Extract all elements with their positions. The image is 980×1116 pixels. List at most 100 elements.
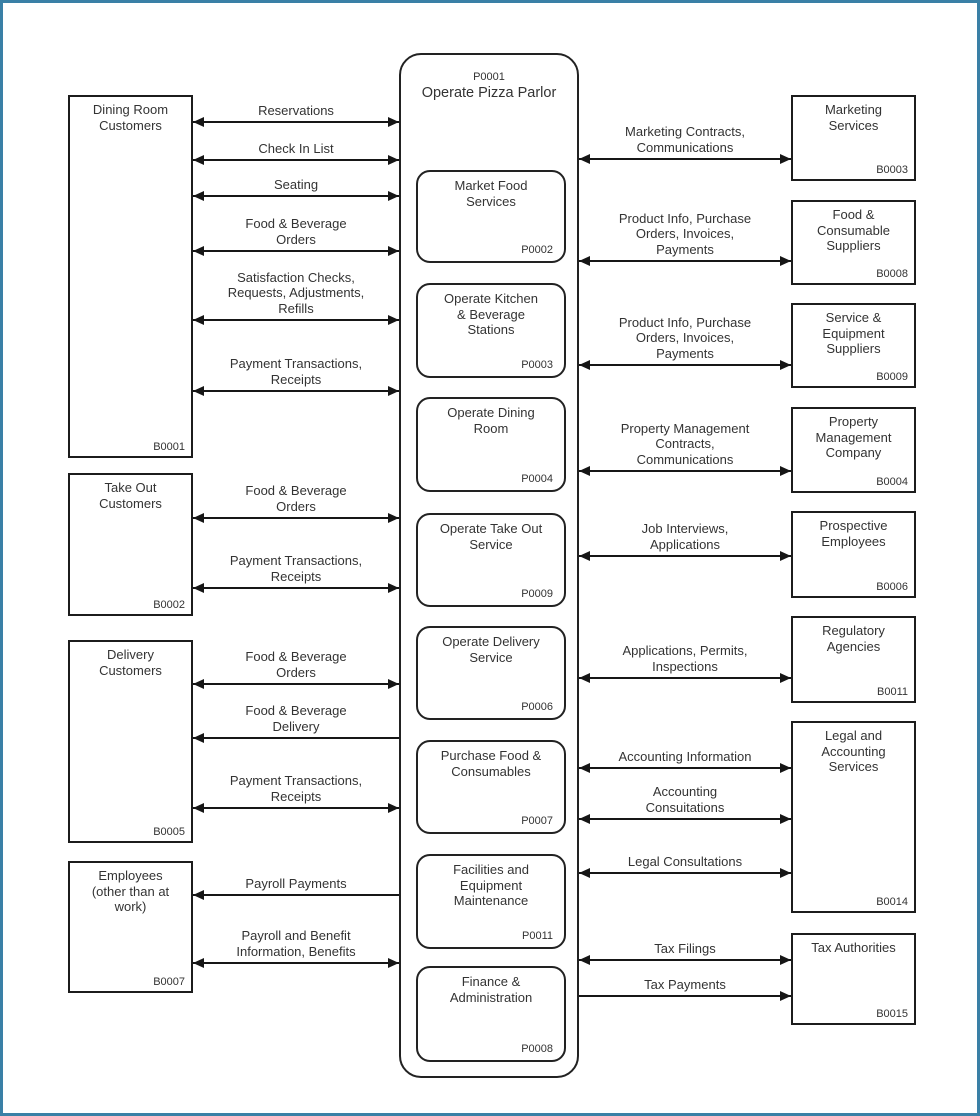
process-label: Market Food Services	[454, 178, 528, 209]
flow-label: Marketing Contracts, Communications	[625, 124, 745, 155]
flow-arrow	[193, 513, 399, 523]
flow-label: Job Interviews, Applications	[641, 521, 729, 552]
flow-label: Payment Transactions, Receipts	[229, 553, 363, 584]
flow-arrow	[579, 763, 791, 773]
process-code: P0002	[521, 244, 553, 256]
entity-label: Employees (other than at work)	[91, 868, 170, 915]
entity-code: B0007	[153, 976, 185, 988]
process-code: P0009	[521, 588, 553, 600]
flow-arrow	[579, 551, 791, 561]
entity-take-out-customers: Take Out Customers B0002	[68, 473, 193, 616]
process-facilities-equipment-maintenance: Facilities and Equipment Maintenance P00…	[416, 854, 566, 949]
process-label: Purchase Food & Consumables	[440, 748, 542, 779]
process-finance-administration: Finance & Administration P0008	[416, 966, 566, 1062]
flow-arrow	[579, 814, 791, 824]
flow-arrow	[193, 679, 399, 689]
flow-arrow	[193, 315, 399, 325]
flow-label: Payroll and Benefit Information, Benefit…	[236, 928, 356, 959]
flow-arrow	[193, 890, 399, 900]
process-code: P0011	[522, 930, 553, 942]
flow-label: Food & Beverage Orders	[245, 483, 347, 514]
flow-label: Payment Transactions, Receipts	[229, 356, 363, 387]
entity-code: B0014	[876, 896, 908, 908]
flow-label: Reservations	[258, 102, 334, 118]
flow-arrow	[193, 191, 399, 201]
entity-label: Dining Room Customers	[92, 102, 169, 133]
flow-label: Applications, Permits, Inspections	[622, 643, 748, 674]
flow-arrow	[193, 803, 399, 813]
entity-legal-accounting-services: Legal and Accounting Services B0014	[791, 721, 916, 913]
process-label: Operate Dining Room	[447, 405, 535, 436]
entity-regulatory-agencies: Regulatory Agencies B0011	[791, 616, 916, 703]
entity-prospective-employees: Prospective Employees B0006	[791, 511, 916, 598]
process-operate-delivery-service: Operate Delivery Service P0006	[416, 626, 566, 720]
flow-arrow	[193, 583, 399, 593]
process-label: Finance & Administration	[449, 974, 533, 1005]
process-code: P0008	[521, 1043, 553, 1055]
entity-label: Prospective Employees	[819, 518, 888, 549]
process-label: Operate Take Out Service	[439, 521, 543, 552]
process-code: P0004	[521, 473, 553, 485]
entity-dining-room-customers: Dining Room Customers B0001	[68, 95, 193, 458]
flow-label: Food & Beverage Orders	[245, 649, 347, 680]
entity-label: Legal and Accounting Services	[821, 728, 886, 775]
flow-arrow	[579, 466, 791, 476]
process-purchase-food-consumables: Purchase Food & Consumables P0007	[416, 740, 566, 834]
entity-marketing-services: Marketing Services B0003	[791, 95, 916, 181]
process-code: P0006	[521, 701, 553, 713]
entity-code: B0004	[876, 476, 908, 488]
flow-arrow	[579, 154, 791, 164]
context-process-code: P0001	[473, 71, 505, 83]
entity-tax-authorities: Tax Authorities B0015	[791, 933, 916, 1025]
flow-label: Food & Beverage Delivery	[245, 703, 347, 734]
flow-label: Legal Consultations	[627, 853, 743, 869]
flow-arrow	[193, 246, 399, 256]
entity-label: Service & Equipment Suppliers	[822, 310, 885, 357]
process-code: P0007	[521, 815, 553, 827]
flow-arrow	[579, 256, 791, 266]
flow-arrow	[193, 386, 399, 396]
flow-arrow	[193, 733, 399, 743]
flow-arrow	[579, 360, 791, 370]
entity-label: Take Out Customers	[99, 480, 162, 511]
entity-service-equipment-suppliers: Service & Equipment Suppliers B0009	[791, 303, 916, 388]
entity-code: B0008	[876, 268, 908, 280]
flow-label: Satisfaction Checks, Requests, Adjustmen…	[227, 270, 365, 316]
flow-label: Accounting Information	[618, 748, 752, 764]
process-market-food-services: Market Food Services P0002	[416, 170, 566, 263]
entity-code: B0015	[876, 1008, 908, 1020]
entity-code: B0002	[153, 599, 185, 611]
entity-label: Property Management Company	[815, 414, 892, 461]
flow-arrow	[193, 958, 399, 968]
flow-label: Seating	[273, 176, 319, 192]
entity-label: Food & Consumable Suppliers	[817, 207, 890, 254]
process-operate-dining-room: Operate Dining Room P0004	[416, 397, 566, 492]
flow-label: Product Info, Purchase Orders, Invoices,…	[618, 315, 752, 361]
process-code: P0003	[521, 359, 553, 371]
flow-label: Payment Transactions, Receipts	[229, 773, 363, 804]
flow-arrow	[193, 117, 399, 127]
entity-property-management-company: Property Management Company B0004	[791, 407, 916, 493]
flow-arrow	[193, 155, 399, 165]
entity-label: Tax Authorities	[811, 940, 896, 955]
entity-label: Delivery Customers	[99, 647, 162, 678]
flow-label: Tax Payments	[644, 976, 726, 992]
entity-code: B0006	[876, 581, 908, 593]
flow-label: Accounting Consuitations	[645, 784, 725, 815]
flow-arrow	[579, 991, 791, 1001]
process-operate-kitchen-beverage-stations: Operate Kitchen & Beverage Stations P000…	[416, 283, 566, 378]
entity-label: Regulatory Agencies	[822, 623, 885, 654]
flow-label: Product Info, Purchase Orders, Invoices,…	[618, 211, 752, 257]
entity-delivery-customers: Delivery Customers B0005	[68, 640, 193, 843]
flow-label: Food & Beverage Orders	[245, 216, 347, 247]
flow-arrow	[579, 955, 791, 965]
flow-label: Property Management Contracts, Communica…	[620, 421, 750, 467]
flow-label: Tax Filings	[654, 940, 716, 956]
process-operate-take-out-service: Operate Take Out Service P0009	[416, 513, 566, 607]
entity-code: B0005	[153, 826, 185, 838]
entity-label: Marketing Services	[824, 102, 883, 133]
flow-arrow	[579, 673, 791, 683]
process-label: Operate Kitchen & Beverage Stations	[444, 291, 538, 338]
process-label: Operate Delivery Service	[442, 634, 540, 665]
